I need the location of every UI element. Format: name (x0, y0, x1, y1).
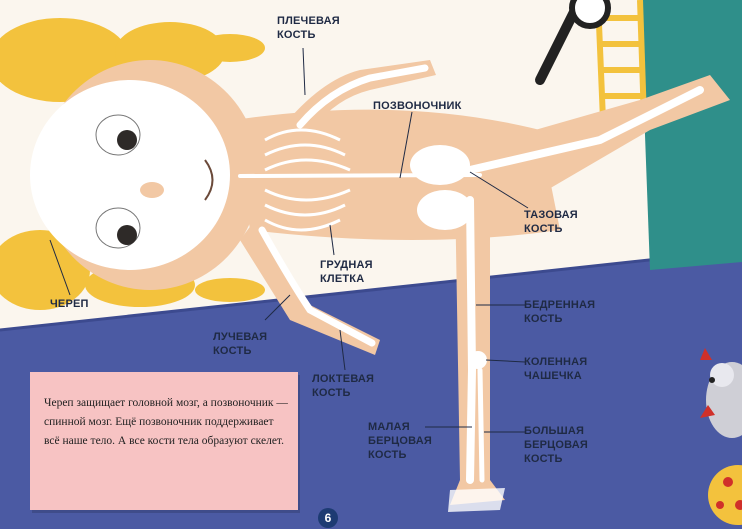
label-tibia: БОЛЬШАЯ БЕРЦОВАЯ КОСТЬ (524, 424, 588, 466)
label-kneecap: КОЛЕННАЯ ЧАШЕЧКА (524, 355, 587, 383)
label-rib-cage: ГРУДНАЯ КЛЕТКА (320, 258, 373, 286)
teal-wall (640, 0, 742, 270)
label-shoulder-bone: ПЛЕЧЕВАЯ КОСТЬ (277, 14, 340, 42)
label-fibula: МАЛАЯ БЕРЦОВАЯ КОСТЬ (368, 420, 432, 462)
label-spine: ПОЗВОНОЧНИК (373, 99, 462, 113)
info-note: Череп защищает головной мозг, а позвоноч… (30, 372, 298, 510)
label-pelvic-bone: ТАЗОВАЯ КОСТЬ (524, 208, 578, 236)
kneecap-shape (469, 351, 487, 369)
info-note-text: Череп защищает головной мозг, а позвоноч… (44, 394, 288, 451)
label-radius: ЛУЧЕВАЯ КОСТЬ (213, 330, 267, 358)
label-femur: БЕДРЕННАЯ КОСТЬ (524, 298, 595, 326)
label-skull: ЧЕРЕП (50, 297, 89, 311)
label-ulna: ЛОКТЕВАЯ КОСТЬ (312, 372, 374, 400)
page-number-badge: 6 (318, 508, 338, 528)
